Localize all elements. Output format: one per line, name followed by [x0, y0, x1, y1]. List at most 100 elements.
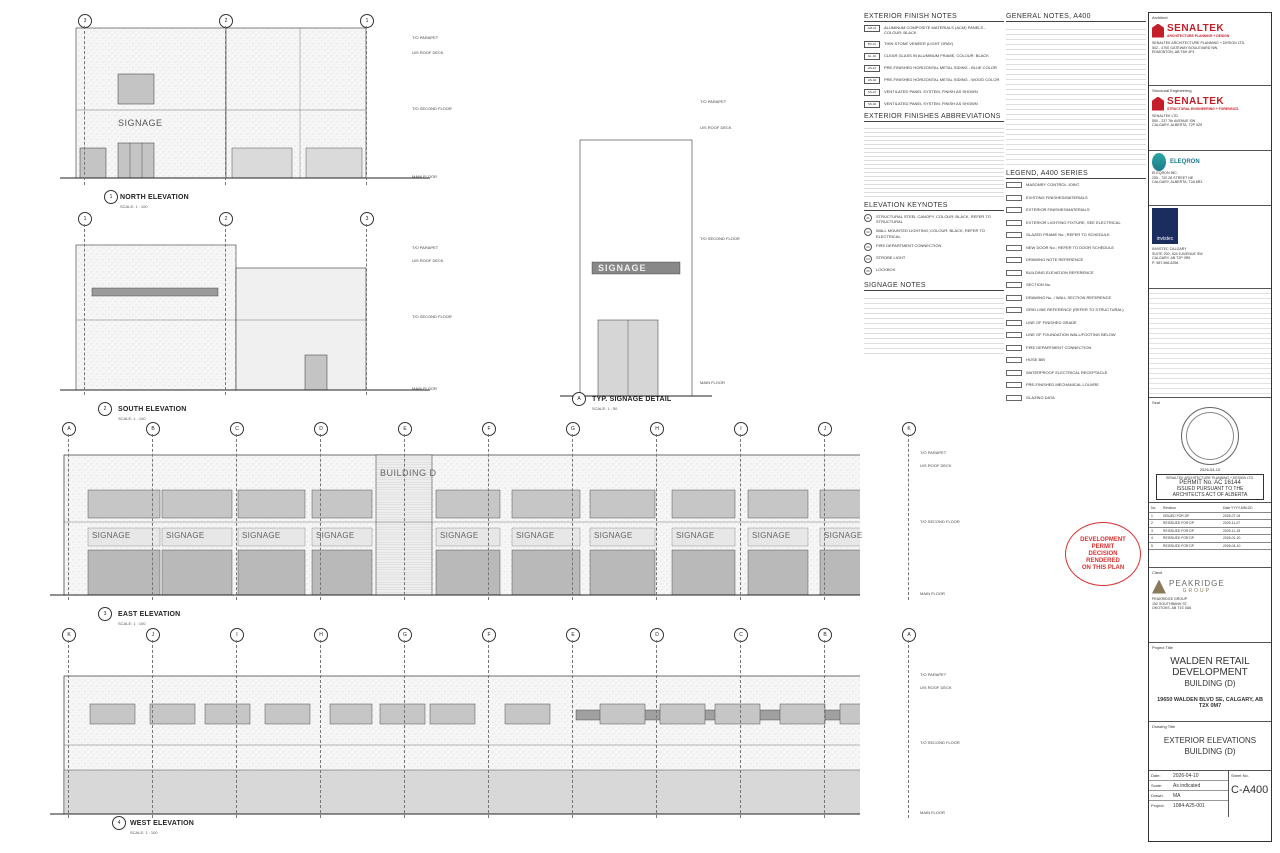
finish-text: PRE-FINISHED HORIZONTAL METAL SIDING - W…: [884, 76, 1000, 82]
west-upper-window: [599, 703, 646, 725]
legend-symbol-icon: [1006, 332, 1022, 339]
signage-notes-title: SIGNAGE NOTES: [864, 282, 1004, 292]
keynote-text: STRUCTURAL STEEL CANOPY, COLOUR: BLACK, …: [876, 214, 991, 225]
east-sign-band: [747, 527, 809, 547]
south-elevation: [60, 244, 430, 391]
legend-symbol-icon: [1006, 394, 1022, 401]
keynote-tag: 02: [864, 228, 872, 237]
keynote-tag: 05: [864, 266, 872, 275]
legend-symbol-icon: [1006, 182, 1022, 189]
west-grid-B: B: [818, 628, 832, 642]
sign-level-parapet: T/O PARAPET: [700, 99, 727, 104]
invistec-section: invistec INVISTEC CALGARY SUITE 200, 404…: [1149, 206, 1271, 289]
north-view-number: 1: [104, 190, 118, 204]
legend-text: LINE OF FOUNDATION WALL/FOOTING BELOW: [1026, 332, 1116, 338]
legend-symbol-icon: [1006, 294, 1022, 301]
west-upper-window: [329, 703, 373, 725]
east-storefront: [511, 549, 581, 596]
legend-text: MASONRY CONTROL JOINT: [1026, 182, 1080, 188]
drawing-title-section: Drawing Title EXTERIOR ELEVATIONS BUILDI…: [1149, 722, 1271, 771]
legend-row: PRE-FINISHED MECHANICAL LOUVRE: [1006, 382, 1146, 389]
east-signage-text: SIGNAGE: [676, 531, 715, 540]
east-upper-window: [747, 489, 809, 519]
abbrev-title: EXTERIOR FINISHES ABBREVIATIONS: [864, 113, 1004, 122]
keynote-text: WALL MOUNTED LIGHTING, COLOUR: BLACK, RE…: [876, 228, 985, 239]
east-level-parapet: T/O PARAPET: [920, 450, 947, 455]
west-grid-line-E: [572, 640, 573, 818]
north-elevation: [60, 27, 430, 179]
west-level-roof: U/S ROOF DECK: [920, 685, 952, 690]
east-signage-text: SIGNAGE: [824, 531, 863, 540]
east-signage-text: SIGNAGE: [166, 531, 205, 540]
project-no-label: Project:: [1151, 803, 1165, 808]
west-upper-window: [89, 703, 136, 725]
west-view-number: 4: [112, 816, 126, 830]
east-grid-line-J: [824, 434, 825, 600]
architect-seal: [1181, 407, 1239, 465]
west-upper-window: [379, 703, 426, 725]
legend-text: EXTERIOR FINISHES/MATERIALS: [1026, 207, 1090, 213]
east-grid-line-I: [740, 434, 741, 600]
east-storefront: [671, 549, 736, 596]
legend-row: LINE OF FINISHED GRADE: [1006, 319, 1146, 326]
permit-box: SENALTEK ARCHITECTURE PLANNING + DESIGN …: [1156, 474, 1264, 500]
west-elevation: [50, 675, 860, 815]
legend-symbol-icon: [1006, 357, 1022, 364]
north-grid-1: 1: [360, 14, 374, 28]
east-level-main: MAIN FLOOR: [920, 591, 945, 596]
west-grid-C: C: [734, 628, 748, 642]
east-grid-B: B: [146, 422, 160, 436]
revision-cell: 5: [1151, 543, 1153, 548]
sheet-info: Date: 2026-04-10 Scale: As indicated Dra…: [1149, 771, 1271, 817]
date-value: 2026-04-10: [1173, 772, 1199, 779]
north-signage-text: SIGNAGE: [118, 118, 163, 128]
east-sign-band: [589, 527, 656, 547]
legend-symbol-icon: [1006, 232, 1022, 239]
legend-row: BUILDING ELEVATION REFERENCE: [1006, 269, 1146, 276]
legend-row: GLAZED FRAME No.; REFER TO SCHEDULE: [1006, 232, 1146, 239]
legend-row: LINE OF FOUNDATION WALL/FOOTING BELOW: [1006, 332, 1146, 339]
west-grid-G: G: [398, 628, 412, 642]
architect-section: Architect SENALTEK ARCHITECTURE PLANNING…: [1149, 13, 1271, 86]
invistec-address-1: INVISTEC CALGARY: [1152, 247, 1187, 251]
east-elevation: [50, 454, 860, 596]
stamp-line-5: ON THIS PLAN: [1081, 564, 1125, 571]
building-label: BUILDING D: [380, 468, 437, 478]
finish-tag: SS-02: [864, 100, 880, 108]
sheet-no-value: C-A400: [1231, 784, 1269, 796]
finish-note-row: HS-02 PRE-FINISHED HORIZONTAL METAL SIDIN…: [864, 76, 1004, 84]
north-grid-line-2: [225, 26, 226, 185]
west-upper-window: [149, 703, 196, 725]
legend-text: BUILDING ELEVATION REFERENCE: [1026, 269, 1094, 275]
south-view-number: 2: [98, 402, 112, 416]
south-grid-line-2: [225, 224, 226, 395]
legend-symbol-icon: [1006, 282, 1022, 289]
finish-notes-title: EXTERIOR FINISH NOTES: [864, 13, 1004, 23]
finish-text: THIN STONE VENEER (LIGHT GRAY): [884, 40, 954, 46]
west-grid-I: I: [230, 628, 244, 642]
south-level-second: T/O SECOND FLOOR: [412, 314, 452, 319]
keynote-tag: 04: [864, 254, 872, 263]
east-upper-window: [87, 489, 161, 519]
stamp-line-3: DECISION: [1088, 550, 1118, 557]
revision-cell: Revision: [1163, 506, 1177, 510]
east-signage-text: SIGNAGE: [316, 531, 355, 540]
sign-level-main: MAIN FLOOR: [700, 380, 725, 385]
legend-text: WATERPROOF ELECTRICAL RECEPTACLE: [1026, 369, 1108, 375]
east-grid-I: I: [734, 422, 748, 436]
legend-row: EXTERIOR LIGHTING FIXTURE, SEE ELECTRICA…: [1006, 219, 1146, 226]
finish-tag: HS-02: [864, 76, 880, 84]
revision-cell: ISSUED FOR DP: [1163, 513, 1190, 518]
legend-text: NEW DOOR No.; REFER TO DOOR SCHEDULE: [1026, 244, 1115, 250]
west-grid-line-J: [152, 640, 153, 818]
drawing-title-label: Drawing Title: [1152, 724, 1176, 729]
signage-detail: [560, 139, 712, 397]
permit-line-3: ISSUED PURSUANT TO THE: [1176, 486, 1244, 492]
east-grid-line-G: [572, 434, 573, 600]
finish-tag: HS-01: [864, 64, 880, 72]
